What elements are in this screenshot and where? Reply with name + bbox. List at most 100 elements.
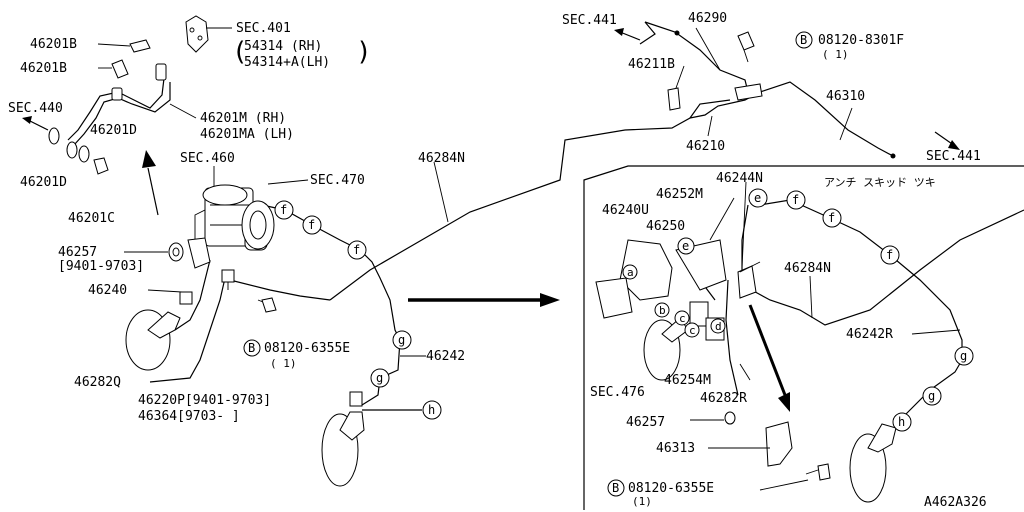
pipe-lower-main — [229, 279, 331, 301]
abs-junction-46244n — [737, 261, 761, 299]
label-46220p: 46220P[9401-9703] — [138, 393, 271, 408]
washer-46257-right — [724, 411, 736, 425]
label-46240u: 46240U — [602, 203, 649, 218]
bolt-08120-6355e-right — [805, 463, 831, 481]
svg-text:g: g — [398, 333, 405, 347]
svg-text:c: c — [679, 312, 686, 325]
label-bolt-6355e-right: 08120-6355E — [628, 481, 714, 496]
svg-text:c: c — [689, 324, 696, 337]
arrow-sec441-a — [619, 31, 641, 41]
label-qty-top: ( 1) — [822, 48, 849, 61]
svg-text:B: B — [800, 33, 807, 47]
pipe-46284n-main — [329, 99, 731, 301]
pipe-46282r — [725, 279, 739, 396]
callout-B-top: B — [795, 31, 813, 49]
callout-e-r2: e — [677, 237, 695, 255]
rear-left-disc — [321, 391, 365, 487]
junction-46290 — [734, 83, 763, 101]
callout-f-r2: f — [822, 208, 842, 228]
pipe-46310 — [759, 81, 894, 157]
arrow-head-sec441-b — [948, 140, 960, 150]
svg-text:g: g — [960, 349, 967, 363]
arrow-head-up-left — [142, 150, 156, 168]
arrow-sec440 — [27, 119, 49, 131]
svg-text:e: e — [682, 239, 689, 253]
callout-c-1: c — [674, 310, 690, 326]
arrow-head-down-abs — [778, 392, 790, 412]
svg-text:B: B — [248, 341, 255, 355]
pipe-46290 — [644, 21, 749, 93]
label-46201d-b: 46201D — [20, 175, 67, 190]
callout-g-r2: g — [922, 386, 942, 406]
label-46201b-b: 46201B — [20, 61, 67, 76]
pipe-46284n-right — [747, 209, 1024, 326]
svg-text:B: B — [612, 481, 619, 495]
bracket-54314-close: ) — [356, 37, 372, 67]
callout-h-1: h — [422, 400, 442, 420]
arrow-head-sec440 — [22, 116, 32, 124]
callout-d: d — [710, 318, 726, 334]
svg-text:f: f — [280, 203, 287, 217]
callout-B-left: B — [243, 339, 261, 357]
label-46250: 46250 — [646, 219, 685, 234]
svg-text:h: h — [428, 403, 435, 417]
rear-right-disc — [849, 423, 897, 503]
label-46313: 46313 — [656, 441, 695, 456]
label-abs-note: アンチ スキッド ツキ — [824, 176, 936, 189]
label-qty-left: ( 1) — [270, 357, 297, 370]
sec401-bracket — [185, 15, 209, 53]
hose-fitting — [111, 63, 167, 101]
label-46242r: 46242R — [846, 327, 893, 342]
callout-b: b — [654, 302, 670, 318]
callout-f-r3: f — [880, 245, 900, 265]
brake-booster — [241, 200, 275, 250]
label-46257-left: 46257 — [58, 245, 97, 260]
callout-g-1: g — [392, 330, 412, 350]
bolt-46201c — [93, 157, 109, 175]
callout-B-right: B — [607, 479, 625, 497]
svg-text:e: e — [754, 191, 761, 205]
dot-46290 — [674, 30, 680, 36]
svg-text:h: h — [898, 415, 905, 429]
svg-text:d: d — [715, 320, 722, 333]
arrow-up-left — [147, 167, 159, 216]
leader-lines — [97, 27, 961, 491]
bracket-46257-left — [168, 237, 211, 269]
pipe-to-left-caliper — [174, 259, 211, 331]
label-46211b: 46211B — [628, 57, 675, 72]
label-date-9401-9703: [9401-9703] — [58, 259, 144, 274]
label-46244n: 46244N — [716, 171, 763, 186]
callout-f-r1: f — [786, 190, 806, 210]
label-46310: 46310 — [826, 89, 865, 104]
right-front-disc — [643, 317, 689, 381]
label-46201c: 46201C — [68, 211, 115, 226]
svg-text:f: f — [308, 218, 315, 232]
label-sec441-b: SEC.441 — [926, 149, 981, 164]
left-front-disc — [125, 291, 193, 371]
callout-e-r1: e — [748, 188, 768, 208]
callout-h-r1: h — [892, 412, 912, 432]
bolt-08120-6355e-left — [257, 297, 277, 313]
bracket-46211b — [667, 87, 681, 111]
label-46284n-right: 46284N — [784, 261, 831, 276]
label-46201d-a: 46201D — [90, 123, 137, 138]
label-bolt-8301f: 08120-8301F — [818, 33, 904, 48]
label-54314a-lh: 54314+A(LH) — [244, 55, 330, 70]
label-qty-right: (1) — [632, 495, 652, 508]
svg-text:a: a — [627, 266, 634, 279]
svg-text:f: f — [353, 243, 360, 257]
clip-46201b-upper — [129, 39, 151, 53]
label-bolt-6355e-left: 08120-6355E — [264, 341, 350, 356]
label-46201m: 46201M (RH) — [200, 111, 286, 126]
label-46364: 46364[9703- ] — [138, 409, 240, 424]
svg-text:f: f — [886, 248, 893, 262]
label-sec460: SEC.460 — [180, 151, 235, 166]
label-46282q: 46282Q — [74, 375, 121, 390]
label-54314-rh: 54314 (RH) — [244, 39, 322, 54]
pipe-46282q — [149, 277, 226, 383]
abs-region-border — [583, 165, 1024, 510]
label-46201ma: 46201MA (LH) — [200, 127, 294, 142]
svg-text:f: f — [828, 211, 835, 225]
label-46210: 46210 — [686, 139, 725, 154]
